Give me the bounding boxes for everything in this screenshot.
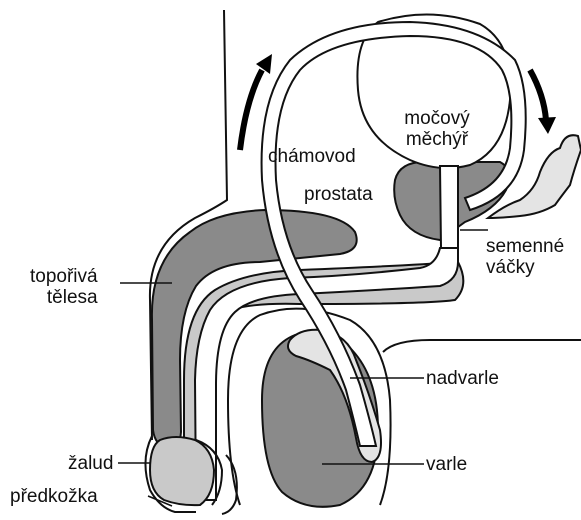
label-corpora-cavernosa-line1: topořivá (30, 266, 98, 287)
urethra-upper (440, 166, 458, 248)
label-corpora-cavernosa: topořivá tělesa (30, 266, 98, 308)
flow-arrow-down (530, 70, 556, 134)
label-epididymis: nadvarle (426, 368, 499, 389)
label-seminal-vesicles-line2: váčky (486, 257, 564, 278)
label-urinary-bladder: močový měchýř (392, 108, 482, 150)
label-urinary-bladder-line2: měchýř (392, 129, 482, 150)
label-vas-deferens: chámovod (268, 146, 356, 167)
label-urinary-bladder-line1: močový (392, 108, 482, 129)
glans (150, 437, 214, 505)
label-seminal-vesicles: semenné váčky (486, 236, 564, 278)
label-prostate: prostata (304, 184, 373, 205)
label-testis: varle (426, 454, 467, 475)
label-glans: žalud (68, 453, 113, 474)
label-foreskin: předkožka (10, 486, 98, 507)
label-corpora-cavernosa-line2: tělesa (30, 287, 98, 308)
label-seminal-vesicles-line1: semenné (486, 236, 564, 257)
